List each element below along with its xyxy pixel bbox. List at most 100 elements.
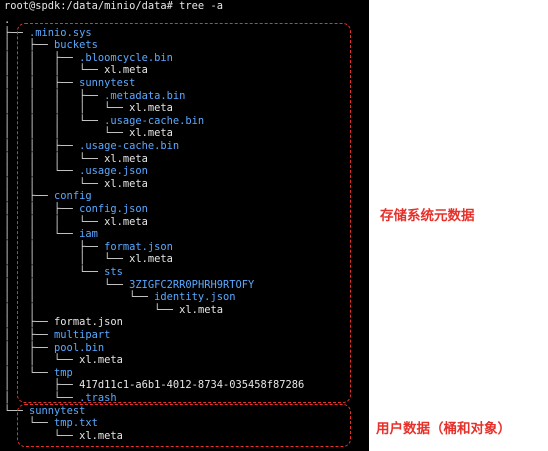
tree-branch: │ ├── xyxy=(4,39,55,52)
tree-line: └── xl.meta xyxy=(4,430,123,443)
tree-branch: │ │ ├── xyxy=(4,51,80,64)
tree-entry-directory: pool.bin xyxy=(54,341,105,354)
tree-line: │ ├── pool.bin xyxy=(4,342,104,355)
tree-line: │ │ └── iam xyxy=(4,228,98,241)
tree-branch: │ ├── xyxy=(4,379,80,392)
tree-branch: │ │ │ └── xyxy=(4,127,130,140)
tree-branch: │ │ │ └── xyxy=(4,152,105,165)
tree-branch: │ │ └── xyxy=(4,177,105,190)
tree-entry-directory: .usage-cache.bin xyxy=(104,114,205,127)
tree-branch: │ │ ├── xyxy=(4,140,80,152)
system-metadata-annotation: 存储系统元数据 xyxy=(380,208,475,224)
tree-line: │ ├── format.json xyxy=(4,316,123,329)
tree-entry-directory: .metadata.bin xyxy=(104,89,186,102)
tree-entry-file: xl.meta xyxy=(79,429,123,442)
shell-prompt: root@spdk:/data/minio/data# tree -a xyxy=(4,0,223,12)
tree-entry-directory: identity.json xyxy=(154,291,236,304)
tree-line: │ │ └── .usage.json xyxy=(4,165,148,178)
tree-line: └── sunnytest xyxy=(4,405,85,418)
tree-line: │ │ └── 3ZIGFC2RR0PHRH9RTOFY xyxy=(4,279,254,292)
tree-branch: . xyxy=(4,14,11,26)
tree-line: │ └── tmp xyxy=(4,367,73,380)
tree-branch: │ │ └── xyxy=(4,165,80,178)
tree-entry-directory: sunnytest xyxy=(29,404,86,417)
tree-line: │ │ │ └── xl.meta xyxy=(4,64,148,77)
tree-branch: │ └── xyxy=(4,392,80,404)
tree-entry-directory: sts xyxy=(104,266,123,278)
terminal-window[interactable]: root@spdk:/data/minio/data# tree -a .├──… xyxy=(0,0,369,451)
tree-line: └── tmp.txt xyxy=(4,417,98,430)
tree-line: │ │ │ └── xl.meta xyxy=(4,216,148,229)
tree-entry-directory: .trash xyxy=(79,392,117,404)
tree-entry-directory: .usage-cache.bin xyxy=(79,140,180,152)
tree-entry-file: xl.meta xyxy=(179,303,223,316)
tree-entry-file: 417d11c1-a6b1-4012-8734-035458f87286 xyxy=(79,379,305,392)
tree-line: │ │ │ ├── .metadata.bin xyxy=(4,90,185,103)
tree-line: │ │ ├── format.json xyxy=(4,241,173,254)
tree-line: │ │ ├── .usage-cache.bin xyxy=(4,140,179,153)
tree-line: │ ├── multipart xyxy=(4,329,110,342)
tree-entry-directory: tmp xyxy=(54,366,73,379)
tree-line: │ │ └── xl.meta xyxy=(4,354,123,367)
tree-line: │ │ │ └── .usage-cache.bin xyxy=(4,115,204,128)
user-data-annotation: 用户数据（桶和对象） xyxy=(376,421,511,437)
tree-branch: └── xyxy=(4,417,55,430)
tree-entry-directory: iam xyxy=(79,228,98,241)
tree-branch: │ │ └── xyxy=(4,303,180,316)
tree-branch: │ │ │ │ └── xyxy=(4,102,130,115)
tree-branch: │ ├── xyxy=(4,341,55,354)
tree-branch: │ ├── xyxy=(4,329,55,341)
tree-entry-directory: config xyxy=(54,190,92,203)
tree-branch: │ │ │ └── xyxy=(4,215,105,228)
tree-entry-directory: buckets xyxy=(54,39,98,52)
tree-line: │ └── .trash xyxy=(4,392,117,405)
tree-entry-file: xl.meta xyxy=(129,102,173,115)
tree-branch: │ └── xyxy=(4,366,55,379)
tree-line: │ │ └── xl.meta xyxy=(4,178,148,191)
tree-branch: │ │ │ └── xyxy=(4,253,130,266)
tree-entry-file: xl.meta xyxy=(129,127,173,140)
tree-line: │ │ ├── config.json xyxy=(4,203,148,216)
tree-branch: │ │ └── xyxy=(4,291,155,304)
tree-branch: │ │ │ └── xyxy=(4,114,105,127)
tree-line: │ ├── buckets xyxy=(4,39,98,52)
tree-branch: └── xyxy=(4,429,80,442)
tree-entry-directory: config.json xyxy=(79,203,148,215)
tree-entry-file: format.json xyxy=(54,316,123,329)
tree-line: │ │ │ │ └── xl.meta xyxy=(4,102,173,115)
tree-line: . xyxy=(4,14,10,27)
tree-line: │ ├── config xyxy=(4,190,92,203)
user-data-highlight-box xyxy=(17,404,351,447)
tree-line: │ │ ├── sunnytest xyxy=(4,77,135,90)
tree-branch: │ │ └── xyxy=(4,278,130,291)
tree-branch: │ │ ├── xyxy=(4,77,80,89)
tree-entry-file: xl.meta xyxy=(104,64,148,77)
tree-entry-directory: sunnytest xyxy=(79,77,136,89)
system-metadata-highlight-box xyxy=(17,23,351,403)
tree-entry-directory: .usage.json xyxy=(79,165,148,178)
tree-line: │ ├── 417d11c1-a6b1-4012-8734-035458f872… xyxy=(4,379,304,392)
tree-branch: │ │ │ └── xyxy=(4,64,105,77)
tree-entry-directory: .minio.sys xyxy=(29,26,92,39)
tree-line: │ │ └── xl.meta xyxy=(4,304,223,317)
tree-entry-file: xl.meta xyxy=(129,253,173,266)
tree-branch: │ ├── xyxy=(4,316,55,329)
tree-entry-directory: format.json xyxy=(104,240,173,253)
tree-entry-file: xl.meta xyxy=(104,215,148,228)
tree-line: │ │ └── identity.json xyxy=(4,291,235,304)
tree-line: │ │ └── sts xyxy=(4,266,123,279)
tree-entry-directory: multipart xyxy=(54,329,111,341)
tree-line: │ │ │ └── xl.meta xyxy=(4,153,148,166)
tree-line: │ │ ├── .bloomcycle.bin xyxy=(4,52,173,65)
tree-branch: │ ├── xyxy=(4,190,55,203)
tree-branch: │ │ │ ├── xyxy=(4,89,105,102)
tree-line: │ │ │ └── xl.meta xyxy=(4,253,173,266)
tree-entry-directory: tmp.txt xyxy=(54,417,98,430)
tree-entry-directory: 3ZIGFC2RR0PHRH9RTOFY xyxy=(129,278,255,291)
tree-branch: │ │ ├── xyxy=(4,240,105,253)
tree-entry-file: xl.meta xyxy=(104,152,148,165)
tree-line: │ │ │ └── xl.meta xyxy=(4,127,173,140)
tree-branch: │ │ └── xyxy=(4,354,80,367)
tree-branch: │ │ ├── xyxy=(4,203,80,215)
